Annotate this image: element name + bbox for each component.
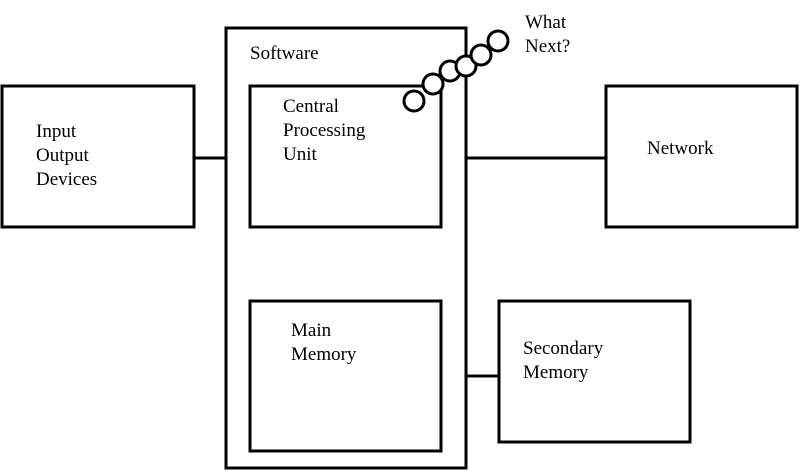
label-line: Secondary <box>523 338 604 359</box>
cpu-label: Central Processing Unit <box>283 95 365 167</box>
network-box <box>604 84 799 229</box>
label-line: Next? <box>525 36 571 57</box>
label-line: Central <box>283 96 339 117</box>
network-label: Network <box>647 138 714 159</box>
label-line: Main <box>291 320 332 341</box>
secondary-memory-label: Secondary Memory <box>523 337 603 385</box>
chain-ring-icon <box>421 72 445 96</box>
what-next-ring-chain <box>402 29 510 113</box>
label-line: Devices <box>36 169 98 190</box>
cpu-box <box>248 84 443 229</box>
input-output-devices-box <box>0 84 196 229</box>
software-label: Software <box>250 43 319 64</box>
chain-ring-icon <box>469 43 493 67</box>
label-line: Input <box>36 121 77 142</box>
chain-ring-icon <box>402 89 426 113</box>
label-line: Unit <box>283 144 317 165</box>
main-memory-box <box>248 299 443 453</box>
chain-ring-icon <box>454 54 478 78</box>
label-line: Output <box>36 145 89 166</box>
label-line: Processing <box>283 120 366 141</box>
chain-ring-icon <box>486 29 510 53</box>
input-output-devices-label: Input Output Devices <box>36 120 97 192</box>
main-memory-label: Main Memory <box>291 319 356 367</box>
label-line: Memory <box>523 362 589 383</box>
label-line: What <box>525 12 567 33</box>
secondary-memory-box <box>497 299 692 444</box>
what-next-label: What Next? <box>525 11 570 59</box>
label-line: Memory <box>291 344 357 365</box>
